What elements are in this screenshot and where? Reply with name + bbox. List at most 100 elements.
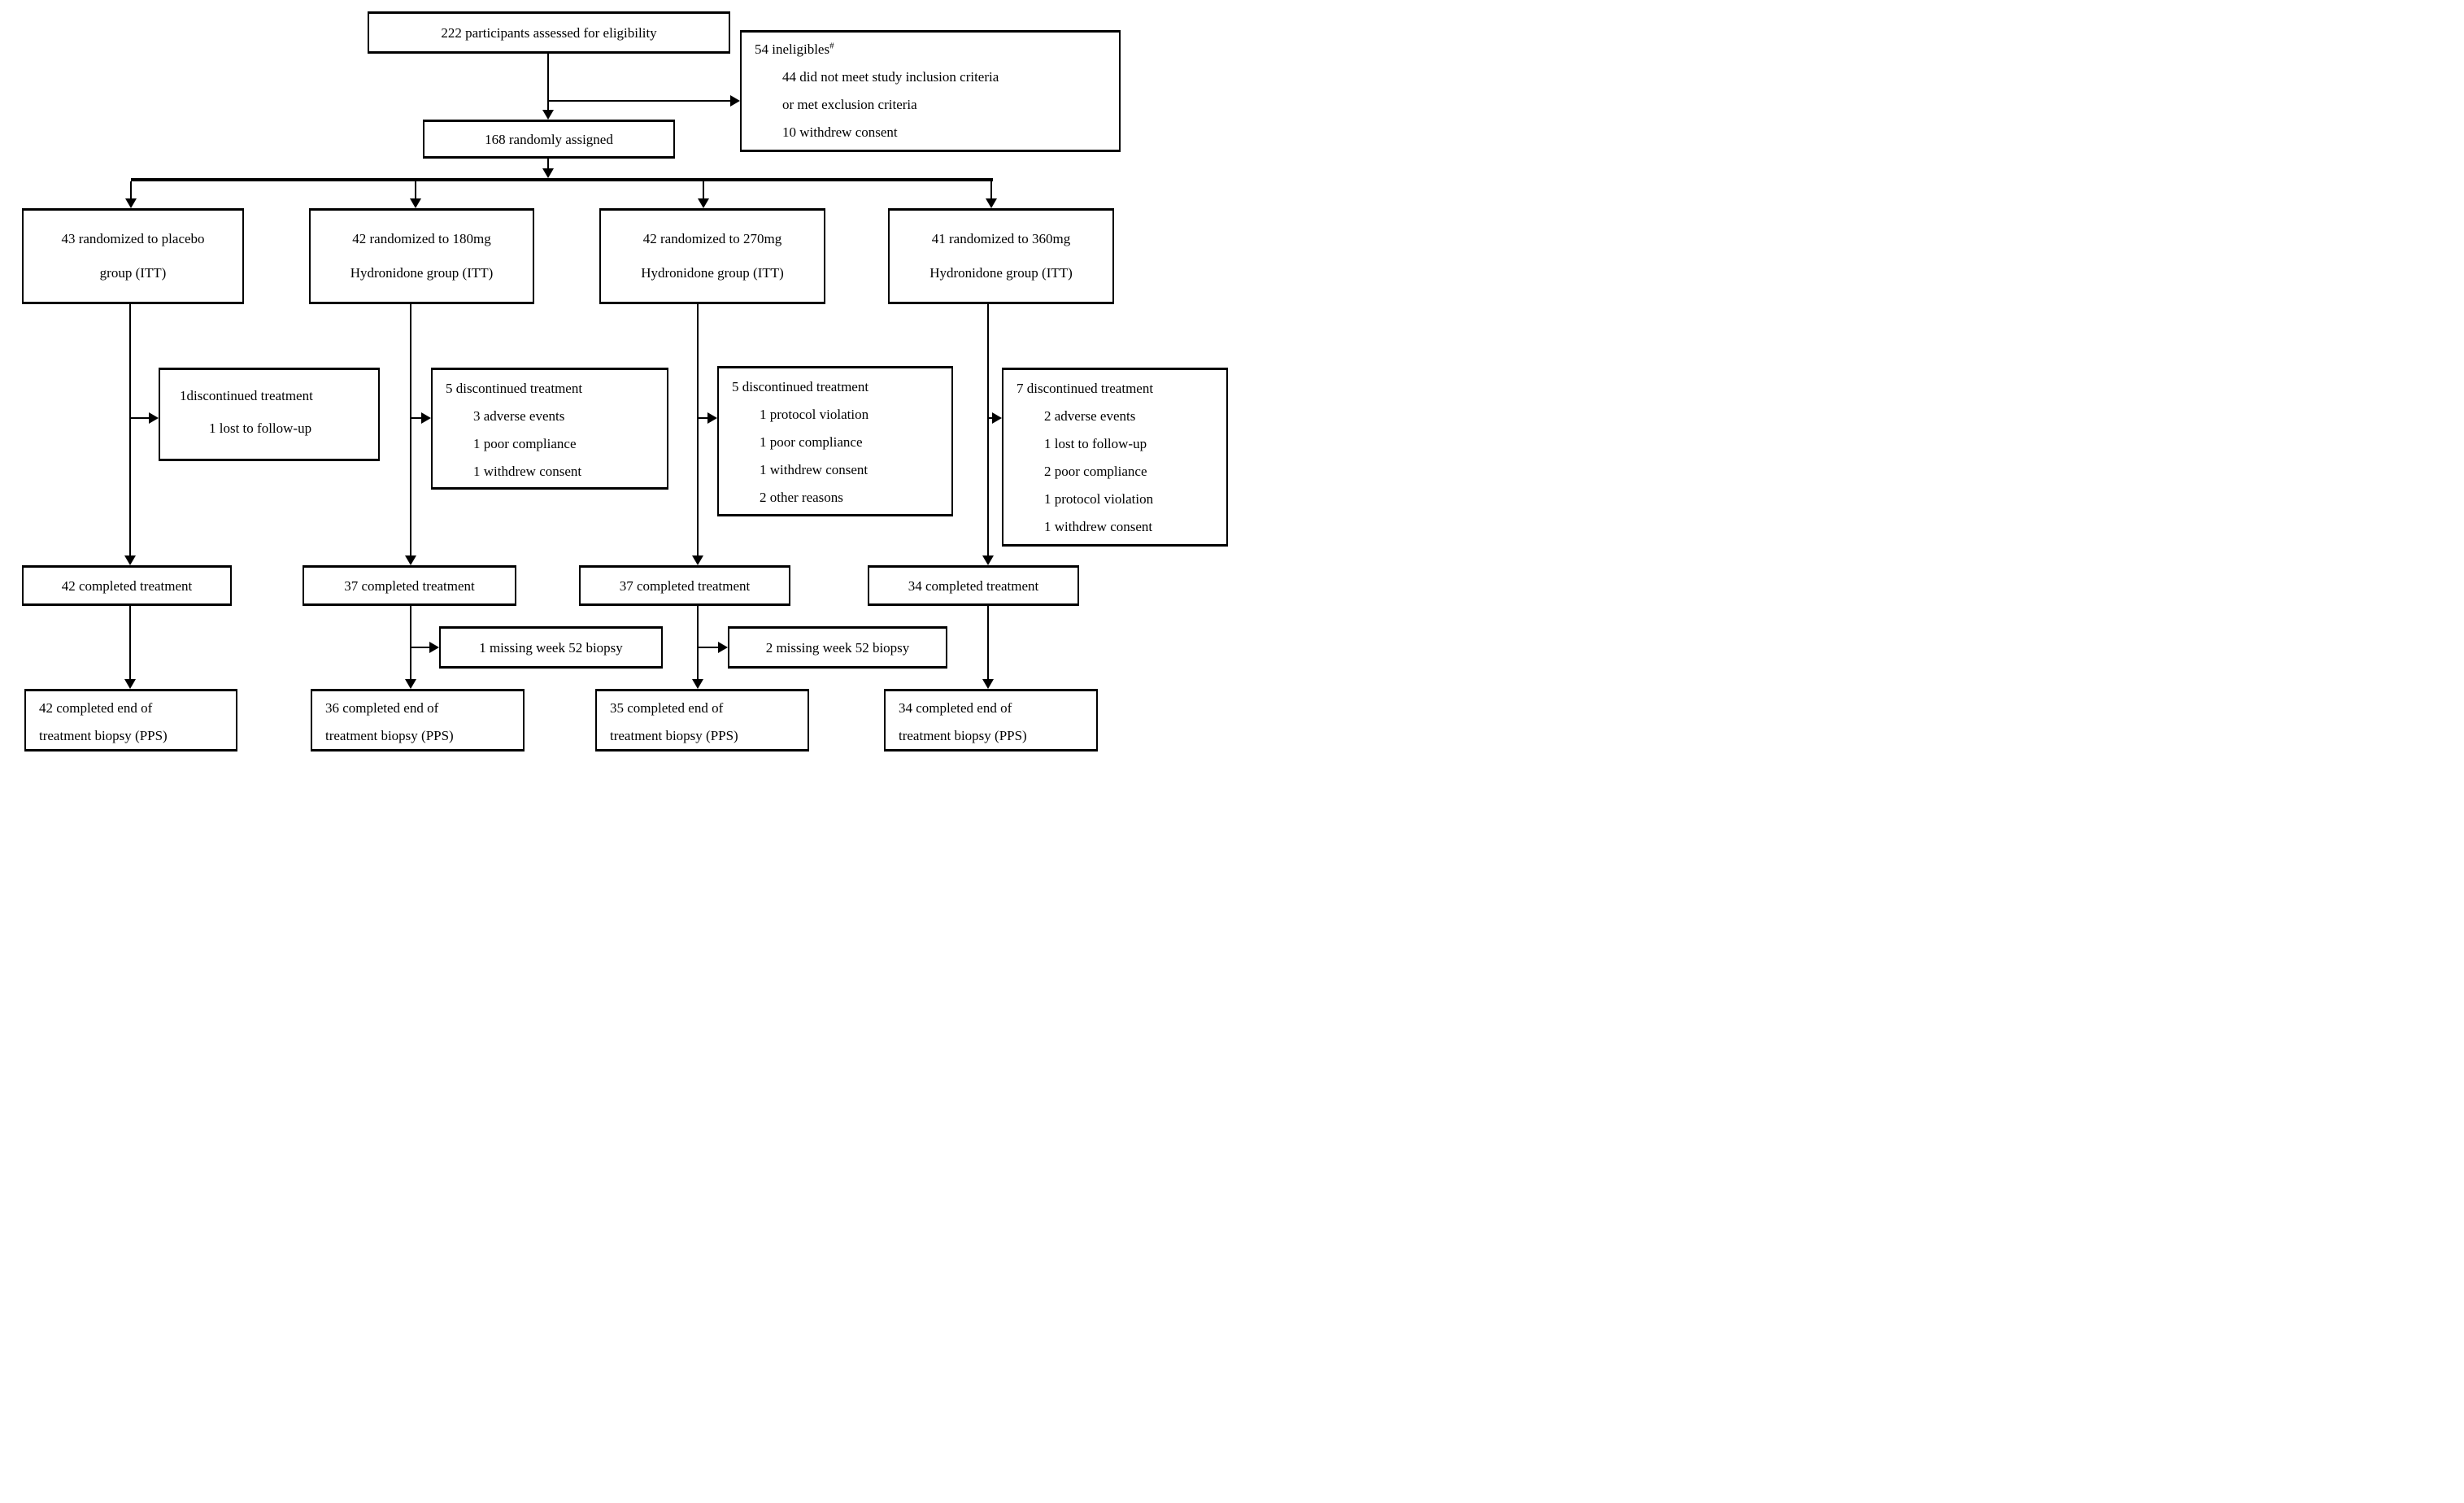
arm2-assigned-line2: Hydronidone group (ITT)	[350, 265, 494, 281]
line-arm1-branch-discontinued	[130, 417, 149, 419]
arm1-pps-line1: 42 completed end of	[39, 700, 153, 716]
arm3-assigned-line2: Hydronidone group (ITT)	[641, 265, 784, 281]
arm2-pps-line1: 36 completed end of	[325, 700, 439, 716]
box-arm2-pps: 36 completed end of treatment biopsy (PP…	[311, 689, 525, 752]
line-randomized-down	[547, 159, 549, 168]
arrowhead-into-arm1	[125, 198, 137, 208]
arrowhead-onto-distribution	[542, 168, 554, 178]
line-arm4-branch-discontinued	[988, 417, 992, 419]
arm2-discontinued-item: 3 adverse events	[473, 408, 565, 424]
box-arm4-pps: 34 completed end of treatment biopsy (PP…	[884, 689, 1098, 752]
arm2-pps-line2: treatment biopsy (PPS)	[325, 728, 454, 743]
arrowhead-into-arm3-completed	[692, 555, 703, 565]
consort-flow-diagram: 222 participants assessed for eligibilit…	[0, 0, 1232, 752]
arm4-discontinued-item: 2 adverse events	[1044, 408, 1136, 424]
arm1-assigned-line2: group (ITT)	[99, 265, 167, 281]
line-drop-arm1	[130, 181, 132, 198]
arm2-discontinued-item: 1 poor compliance	[473, 436, 577, 451]
box-arm3-missing-biopsy: 2 missing week 52 biopsy	[728, 626, 947, 669]
line-arm2-spine	[410, 304, 411, 555]
arrowhead-into-arm4-discontinued	[992, 412, 1002, 424]
arrowhead-into-arm3-discontinued	[707, 412, 717, 424]
arm3-discontinued-item: 1 withdrew consent	[760, 462, 868, 477]
line-arm4-lower-spine	[987, 606, 989, 679]
arrowhead-into-arm1-discontinued	[149, 412, 159, 424]
line-drop-arm2	[415, 181, 416, 198]
arrowhead-into-arm3-pps	[692, 679, 703, 689]
line-arm3-spine	[697, 304, 699, 555]
box-arm1-discontinued: 1discontinued treatment 1 lost to follow…	[159, 368, 380, 461]
arm1-completed-text: 42 completed treatment	[61, 577, 193, 594]
box-arm1-assigned: 43 randomized to placebo group (ITT)	[22, 208, 244, 304]
line-branch-ineligible	[548, 100, 730, 102]
box-arm3-pps: 35 completed end of treatment biopsy (PP…	[595, 689, 809, 752]
arm2-discontinued-item: 1 withdrew consent	[473, 464, 582, 479]
arm4-pps-line2: treatment biopsy (PPS)	[899, 728, 1027, 743]
arm3-discontinued-title: 5 discontinued treatment	[732, 379, 869, 394]
arm4-discontinued-item: 2 poor compliance	[1044, 464, 1147, 479]
line-arm2-branch-discontinued	[411, 417, 421, 419]
arm3-discontinued-item: 2 other reasons	[760, 490, 843, 505]
arm3-missing-text: 2 missing week 52 biopsy	[765, 639, 910, 656]
arm4-completed-text: 34 completed treatment	[908, 577, 1039, 594]
box-arm2-missing-biopsy: 1 missing week 52 biopsy	[439, 626, 663, 669]
arrowhead-into-arm3-missing	[718, 642, 728, 653]
arrowhead-into-arm4	[986, 198, 997, 208]
box-ineligible: 54 ineligibles# 44 did not meet study in…	[740, 30, 1121, 152]
arm4-discontinued-item: 1 protocol violation	[1044, 491, 1154, 507]
arrowhead-into-arm4-completed	[982, 555, 994, 565]
box-arm3-assigned: 42 randomized to 270mg Hydronidone group…	[599, 208, 825, 304]
arrowhead-into-arm2	[410, 198, 421, 208]
box-arm1-completed: 42 completed treatment	[22, 565, 232, 606]
ineligible-title: 54 ineligibles#	[755, 36, 1111, 63]
box-arm1-pps: 42 completed end of treatment biopsy (PP…	[24, 689, 237, 752]
arrowhead-into-arm2-pps	[405, 679, 416, 689]
arm4-discontinued-item: 1 lost to follow-up	[1044, 436, 1147, 451]
arm2-discontinued-title: 5 discontinued treatment	[446, 381, 583, 396]
arm2-assigned-line1: 42 randomized to 180mg	[352, 231, 491, 246]
arrowhead-into-arm2-missing	[429, 642, 439, 653]
ineligible-item: or met exclusion criteria	[782, 97, 917, 112]
arm4-assigned-line2: Hydronidone group (ITT)	[929, 265, 1073, 281]
line-arm1-lower-spine	[129, 606, 131, 679]
line-distribution	[131, 178, 993, 181]
box-arm4-assigned: 41 randomized to 360mg Hydronidone group…	[888, 208, 1114, 304]
arm3-assigned-line1: 42 randomized to 270mg	[642, 231, 782, 246]
arm1-discontinued-title: 1discontinued treatment	[180, 388, 313, 403]
ineligible-item: 10 withdrew consent	[782, 124, 898, 140]
arm3-pps-line2: treatment biopsy (PPS)	[610, 728, 738, 743]
box-eligibility: 222 participants assessed for eligibilit…	[368, 11, 730, 54]
arm1-assigned-line1: 43 randomized to placebo	[61, 231, 205, 246]
box-arm4-discontinued: 7 discontinued treatment 2 adverse event…	[1002, 368, 1228, 547]
line-eligibility-down	[547, 54, 549, 110]
box-arm3-discontinued: 5 discontinued treatment 1 protocol viol…	[717, 366, 953, 516]
line-drop-arm3	[703, 181, 704, 198]
arrowhead-into-arm2-discontinued	[421, 412, 431, 424]
line-drop-arm4	[990, 181, 992, 198]
box-arm2-completed: 37 completed treatment	[303, 565, 516, 606]
arrowhead-into-arm2-completed	[405, 555, 416, 565]
box-arm2-discontinued: 5 discontinued treatment 3 adverse event…	[431, 368, 668, 490]
box-arm3-completed: 37 completed treatment	[579, 565, 790, 606]
arm2-completed-text: 37 completed treatment	[344, 577, 475, 594]
arm4-pps-line1: 34 completed end of	[899, 700, 1012, 716]
ineligible-footnote-mark: #	[829, 41, 834, 51]
arm1-pps-line2: treatment biopsy (PPS)	[39, 728, 168, 743]
box-arm2-assigned: 42 randomized to 180mg Hydronidone group…	[309, 208, 534, 304]
line-arm3-branch-discontinued	[698, 417, 707, 419]
arrowhead-into-arm4-pps	[982, 679, 994, 689]
line-arm3-branch-missing	[698, 647, 718, 648]
line-arm4-spine	[987, 304, 989, 555]
eligibility-text: 222 participants assessed for eligibilit…	[441, 24, 657, 41]
arm3-discontinued-item: 1 poor compliance	[760, 434, 863, 450]
line-arm2-lower-spine	[410, 606, 411, 679]
arrowhead-into-randomized	[542, 110, 554, 120]
randomized-text: 168 randomly assigned	[485, 131, 613, 147]
arm3-discontinued-item: 1 protocol violation	[760, 407, 869, 422]
box-arm4-completed: 34 completed treatment	[868, 565, 1079, 606]
ineligible-title-text: 54 ineligibles	[755, 41, 830, 57]
line-arm2-branch-missing	[411, 647, 429, 648]
arm4-discontinued-title: 7 discontinued treatment	[1017, 381, 1154, 396]
arm2-missing-text: 1 missing week 52 biopsy	[479, 639, 623, 656]
box-randomized: 168 randomly assigned	[423, 120, 675, 159]
